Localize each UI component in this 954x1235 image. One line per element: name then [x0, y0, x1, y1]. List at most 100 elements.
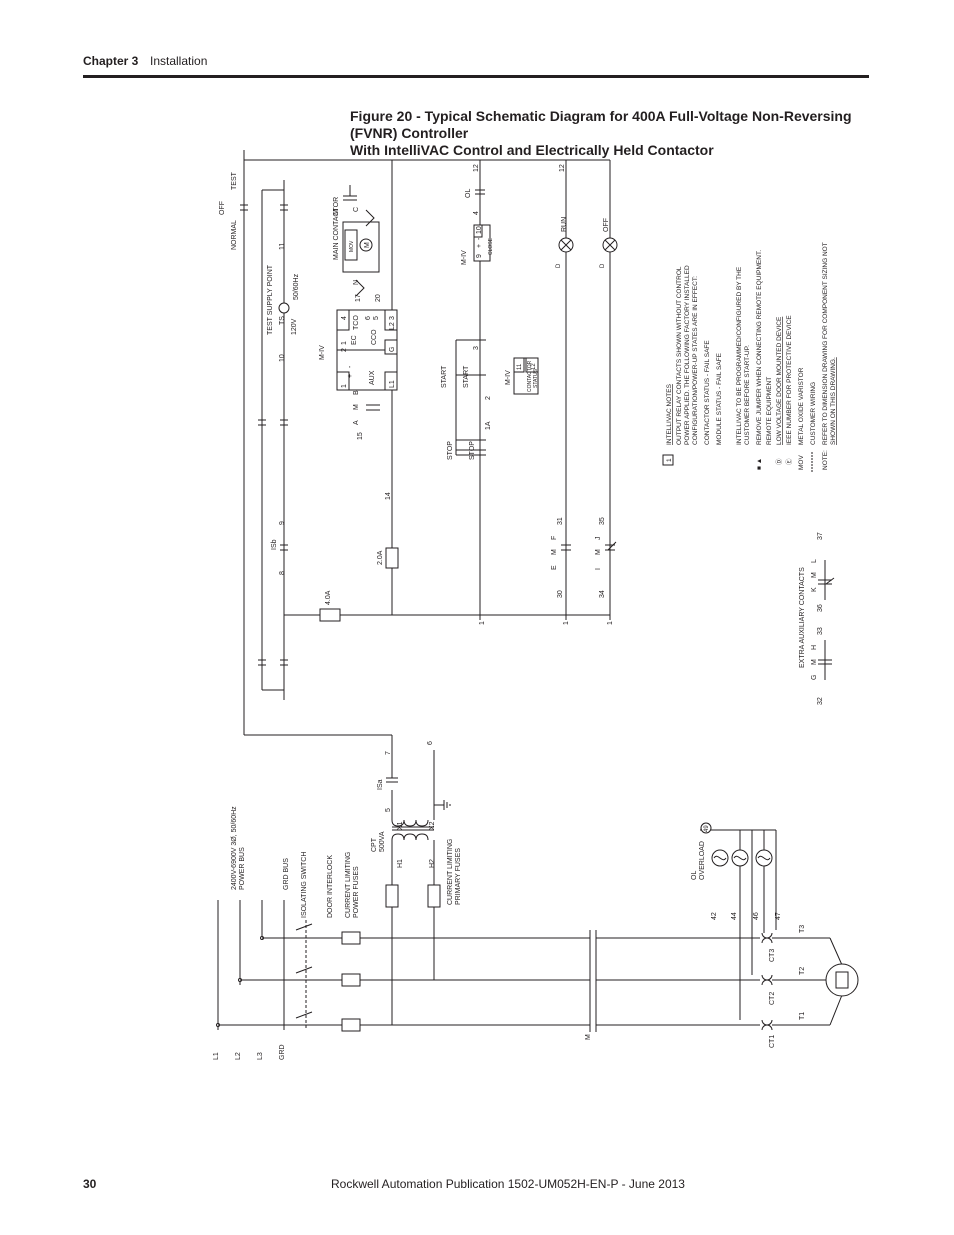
off-wire-34: 34 — [599, 590, 606, 598]
start-label-2: START — [463, 365, 470, 388]
legend-sym-3: Ⓓ — [775, 458, 783, 465]
off-letter-i: I — [595, 568, 602, 570]
primary-fuses-label-2: PRIMARY FUSES — [455, 848, 462, 905]
iv-plus: + — [347, 374, 354, 378]
iv-term-1b: 1 — [341, 341, 348, 345]
start-label-1: START — [441, 365, 448, 388]
line-label-l2: L2 — [235, 1052, 242, 1060]
wire-9: 9 — [279, 521, 286, 525]
iv-term-l2: L2 — [389, 322, 396, 330]
off-wire-1: 1 — [607, 621, 614, 625]
off-lamp-label: OFF — [603, 218, 610, 232]
note-line-1: REFER TO DIMENSION DRAWING FOR COMPONENT… — [822, 242, 829, 445]
run-wire-1: 1 — [563, 621, 570, 625]
test-supply-label: TEST SUPPLY POINT — [267, 264, 274, 335]
off-lamp-d: D — [600, 263, 606, 268]
fuse-2a-label: 2.0A — [377, 550, 384, 565]
cs-label-2: STATUS — [533, 368, 539, 388]
iv-term-l1: L1 — [389, 380, 396, 388]
door-interlock-label: DOOR INTERLOCK — [327, 855, 334, 918]
notes-line-4: CONTACTOR STATUS - FAIL SAFE — [704, 340, 711, 445]
start-wire-3: 3 — [473, 346, 480, 350]
legend-text-2: REMOTE EQUIPMENT — [766, 377, 773, 445]
iv-block-ec: EC — [351, 335, 358, 345]
stop-label-1: STOP — [447, 441, 454, 460]
legend-sym-4: Ⓔ — [785, 458, 793, 465]
iv-block-aux: AUX — [369, 370, 376, 385]
off-selector-label: OFF — [219, 201, 226, 215]
notes-badge: 1 — [666, 458, 673, 462]
m-iv-module-label: M-IV — [319, 345, 326, 360]
aux-wire-33: 33 — [817, 627, 824, 635]
legend-text-4: IEEE NUMBER FOR PROTECTIVE DEVICE — [786, 315, 793, 445]
close-term-minus: - — [476, 237, 483, 240]
aux-letter-m1: M — [811, 659, 818, 665]
figure-title-line1: Figure 20 - Typical Schematic Diagram fo… — [350, 108, 852, 141]
ab-letter-a: A — [353, 420, 360, 425]
isb-label: ISb — [271, 539, 278, 550]
control-section: NORMAL OFF TEST 11 TEST SUPPLY POINT TS … — [219, 150, 835, 736]
mcont-letter-m: M — [333, 209, 340, 215]
ts-label: TS — [279, 316, 286, 325]
wire-11: 11 — [279, 243, 286, 250]
normal-label: NORMAL — [231, 220, 238, 250]
cpt-h1: H1 — [397, 859, 404, 868]
off-letter-m: M — [595, 549, 602, 555]
note-line-2: SHOWN ON THIS DRAWING. — [830, 357, 837, 445]
mcont-letter-n: N — [353, 280, 360, 285]
cpt-x1: X1 — [397, 821, 404, 830]
notes-line-1: OUTPUT RELAY CONTACTS SHOWN WITHOUT CONT… — [676, 266, 683, 445]
iv-minus: - — [347, 365, 354, 368]
header-rule — [83, 75, 869, 78]
ol-wire-42: 42 — [711, 912, 718, 920]
line-label-l1: L1 — [213, 1052, 220, 1060]
notes-line-3: CONFIGURATION/POWER-UP STATES ARE IN EFF… — [692, 276, 699, 445]
wire-10: 10 — [279, 354, 286, 362]
line-label-l3: L3 — [257, 1052, 264, 1060]
wire-8: 8 — [279, 571, 286, 575]
ab-letter-m: M — [353, 404, 360, 410]
note-label: NOTE: — [822, 450, 829, 470]
publication-footer: Rockwell Automation Publication 1502-UM0… — [331, 1177, 685, 1191]
figure-title: Figure 20 - Typical Schematic Diagram fo… — [350, 108, 870, 159]
legend-text-6: CUSTOMER WIRING — [810, 382, 817, 445]
iv-term-2: 2 — [341, 348, 348, 352]
ol-wire-47: 47 — [775, 912, 782, 920]
iv-term-g: G — [389, 347, 396, 352]
wire-17: 17 — [355, 294, 362, 302]
run-wire-31: 31 — [557, 517, 564, 525]
wire-7: 7 — [385, 751, 392, 755]
off-wire-35: 35 — [599, 517, 606, 525]
wire-15: 15 — [357, 432, 364, 440]
chapter-label: Chapter 3 — [83, 54, 139, 68]
run-wire-30: 30 — [557, 590, 564, 598]
power-bus-label-2: POWER BUS — [239, 847, 246, 890]
t2-label: T2 — [799, 967, 806, 975]
ol-wire-46: 46 — [753, 912, 760, 920]
ol-top-wire-4: 4 — [473, 211, 480, 215]
test-label: TEST — [231, 171, 238, 190]
notes-line-7: CUSTOMER BEFORE START-UP. — [744, 345, 751, 445]
section-label: Installation — [150, 54, 208, 68]
aux-wire-32: 32 — [817, 697, 824, 705]
notes-line-6: INTELLIVAC TO BE PROGRAMMED/CONFIGURED B… — [736, 266, 743, 445]
run-lamp-d: D — [556, 263, 562, 268]
wire-20: 20 — [375, 294, 382, 302]
power-section: 2400V-6900V 3Ø, 50/60Hz POWER BUS L1 L2 … — [213, 735, 859, 1060]
close-term-plus: + — [476, 244, 483, 248]
grd-bus-label: GRD BUS — [283, 858, 290, 890]
ct3-label: CT3 — [769, 949, 776, 962]
m-iv-close-label: M-IV — [461, 250, 468, 265]
start-wire-1: 1 — [479, 621, 486, 625]
run-letter-e: E — [551, 565, 558, 570]
cpt-label-2: 500VA — [379, 831, 386, 852]
overload-49: 49 — [704, 825, 710, 832]
cs-label-1: CONTACTOR — [527, 360, 533, 392]
cpt-transformer — [391, 819, 434, 841]
ct2-label: CT2 — [769, 992, 776, 1005]
aux-letter-g: G — [811, 675, 818, 680]
fuse-4a-label: 4.0A — [325, 590, 332, 605]
legend-text-5: METAL OXIDE VARISTOR — [798, 367, 805, 445]
run-letter-m: M — [551, 549, 558, 555]
